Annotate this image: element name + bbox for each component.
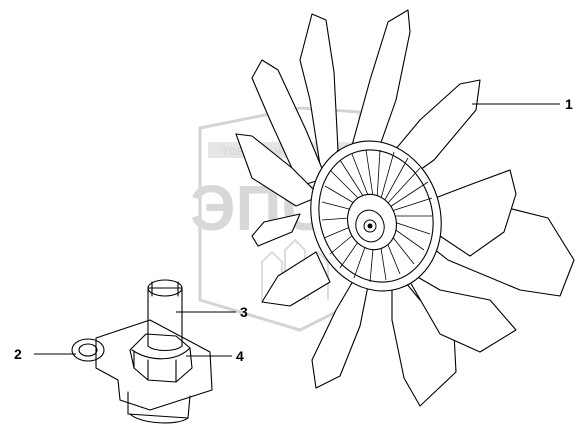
callout-3: 3 (240, 304, 248, 320)
fan-clutch-hub (310, 140, 442, 292)
bracket-plate (95, 319, 213, 411)
bracket-ring (71, 338, 105, 362)
callout-1: 1 (565, 96, 573, 112)
leader-lines (34, 103, 560, 357)
callout-4: 4 (236, 348, 244, 364)
hex-nut (129, 333, 193, 383)
fan-blades-front (261, 169, 575, 407)
sensor-bolt-assembly (71, 279, 213, 424)
sensor-shaft (147, 287, 183, 352)
fan-blades-rear (235, 9, 481, 247)
callout-2: 2 (14, 346, 22, 362)
